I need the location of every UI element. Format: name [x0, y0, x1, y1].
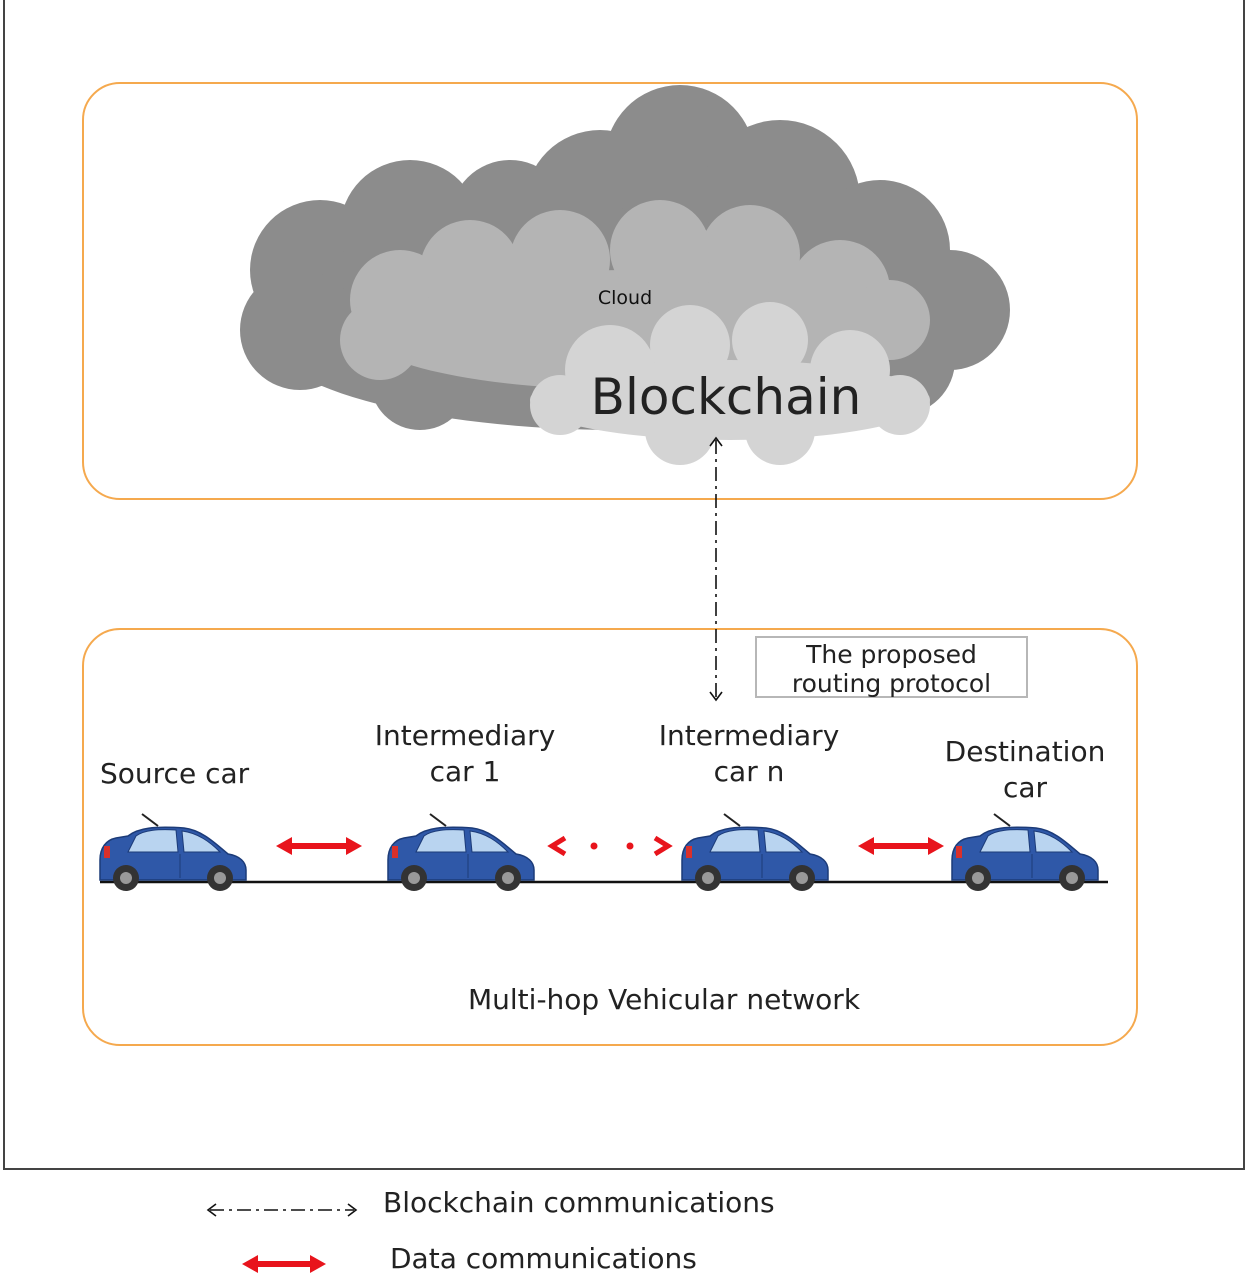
- cloud-label: Cloud: [598, 287, 652, 309]
- blockchain-label: Blockchain: [591, 368, 862, 426]
- protocol-line-2: routing protocol: [791, 669, 992, 698]
- intermediary-car-n-label: Intermediary car n: [652, 718, 846, 790]
- destination-car-label-line-2: car: [1002, 771, 1048, 804]
- vehicular-network-panel: [82, 628, 1138, 1046]
- source-car-label-line: Source car: [100, 757, 250, 790]
- legend-data-label: Data communications: [390, 1242, 697, 1275]
- intermediary-car-1-label-line-1: Intermediary: [374, 719, 556, 752]
- diagram-frame: [3, 0, 1245, 1170]
- data-link-dotted-hops: [547, 835, 673, 857]
- intermediary-car-1-label: Intermediary car 1: [370, 718, 560, 790]
- source-car-icon: [99, 813, 247, 892]
- destination-car-label: Destination car: [940, 734, 1110, 806]
- vehicular-network-title: Multi-hop Vehicular network: [468, 983, 861, 1016]
- cloud-panel: [82, 82, 1138, 500]
- routing-protocol-box: The proposed routing protocol: [755, 636, 1028, 698]
- intermediary-car-n-label-line-1: Intermediary: [658, 719, 840, 752]
- intermediary-car-1-icon: [387, 813, 535, 892]
- blockchain-cloud-shape: [530, 302, 930, 465]
- intermediary-car-n-icon: [681, 813, 829, 892]
- destination-car-icon: [951, 813, 1099, 892]
- intermediary-car-1-label-line-2: car 1: [429, 755, 501, 788]
- source-car-label: Source car: [100, 756, 249, 792]
- destination-car-label-line-1: Destination: [944, 735, 1106, 768]
- protocol-line-1: The proposed: [806, 640, 977, 669]
- intermediary-car-n-label-line-2: car n: [713, 755, 785, 788]
- legend-blockchain-label: Blockchain communications: [383, 1186, 775, 1219]
